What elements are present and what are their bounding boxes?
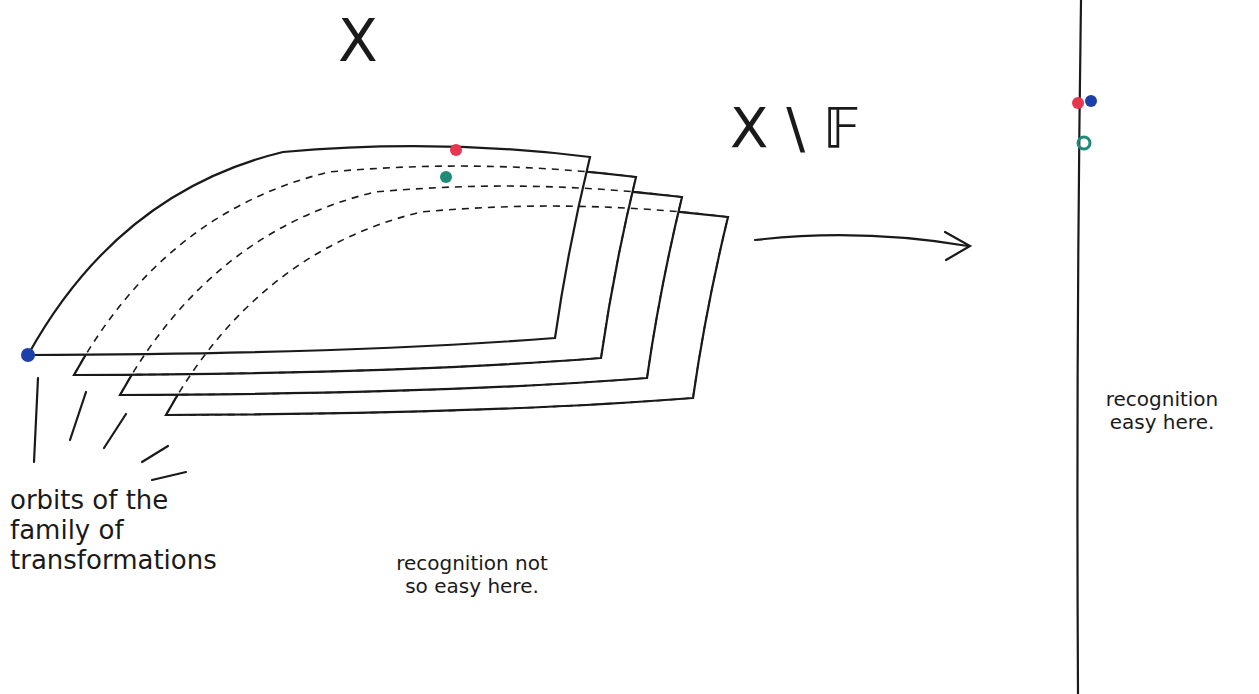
blue-point xyxy=(1085,95,1097,107)
points xyxy=(21,95,1097,362)
red-point xyxy=(450,144,462,156)
arrow-head xyxy=(945,232,970,260)
leader-stroke xyxy=(152,472,186,480)
annotation-label: recognition not so easy here. xyxy=(392,552,552,598)
hidden-edge xyxy=(166,206,728,415)
teal-point xyxy=(440,171,452,183)
leader-stroke xyxy=(34,378,38,462)
quotient-arrow xyxy=(755,232,970,260)
leader-stroke xyxy=(104,414,126,448)
annotation-label: recognition easy here. xyxy=(1092,388,1232,434)
annotation-label: orbits of the family of transformations xyxy=(10,486,245,576)
leader-stroke xyxy=(142,446,168,462)
leader-stroke xyxy=(70,392,86,440)
leader-strokes xyxy=(34,378,186,480)
red-point xyxy=(1072,97,1084,109)
space-label: X xyxy=(338,8,408,75)
blue-point xyxy=(21,348,35,362)
arrow-shaft xyxy=(755,235,968,246)
quotient-label: X \ 𝔽 xyxy=(730,96,970,160)
teal-point xyxy=(1078,137,1090,149)
orbit-sheets xyxy=(28,146,728,415)
